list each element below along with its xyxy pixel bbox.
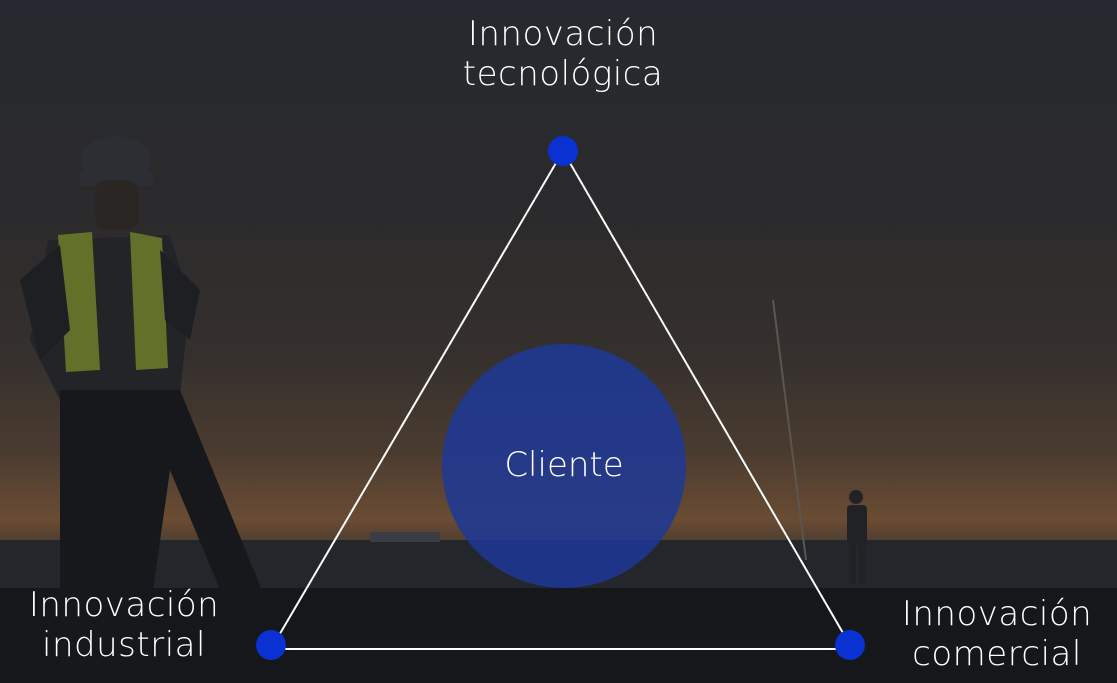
label-innovacion-tecnologica: Innovación tecnológica (413, 14, 713, 94)
label-left-line-1: Innovación (28, 585, 220, 625)
label-top-line-2: tecnológica (462, 54, 664, 94)
edge-top-left (270, 150, 564, 650)
rooftop-surface (0, 588, 1117, 683)
label-right-line-2: comercial (912, 634, 1082, 674)
foreground-worker-silhouette (20, 136, 270, 683)
node-right (835, 630, 865, 660)
label-right-line-1: Innovación (901, 594, 1093, 634)
distant-worker-silhouette (847, 490, 867, 584)
label-innovacion-industrial: Innovación industrial (0, 585, 248, 665)
label-innovacion-comercial: Innovación comercial (877, 594, 1117, 674)
center-circle (442, 344, 686, 588)
label-left-line-2: industrial (42, 625, 206, 665)
center-label-cliente: Cliente (504, 445, 624, 485)
rooftop-vents (370, 532, 440, 542)
label-top-line-1: Innovación (467, 14, 659, 54)
antenna-mast (772, 299, 807, 561)
node-top (548, 136, 578, 166)
edge-top-right (562, 150, 851, 646)
node-left (256, 630, 286, 660)
